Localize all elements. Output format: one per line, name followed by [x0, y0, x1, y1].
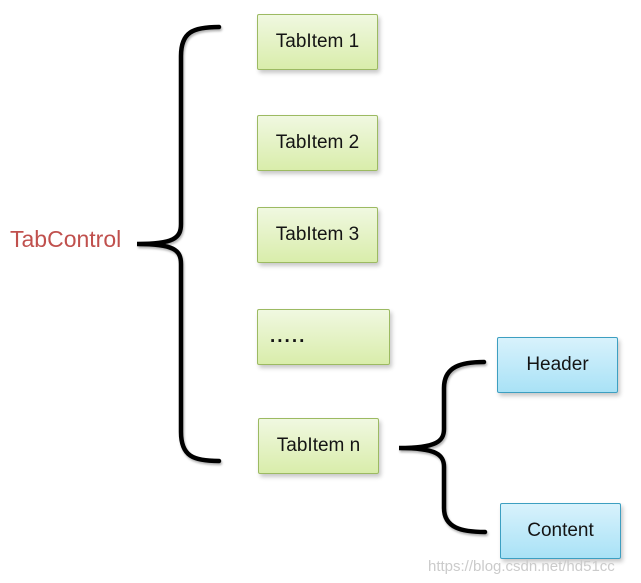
tabcontrol-brace	[136, 24, 222, 464]
tabitem-1-label: TabItem 1	[275, 31, 360, 52]
header-node: Header	[497, 337, 618, 393]
content-node: Content	[500, 503, 621, 559]
content-label: Content	[527, 520, 594, 541]
tabitem-ellipsis-node: .....	[257, 309, 390, 365]
header-label: Header	[526, 354, 589, 375]
tabitem-2-node: TabItem 2	[257, 115, 378, 171]
tabitem-n-brace	[398, 359, 488, 535]
tabitem-1-node: TabItem 1	[257, 14, 378, 70]
tabitem-ellipsis-label: .....	[270, 326, 307, 347]
tabitem-n-node: TabItem n	[258, 418, 379, 474]
csdn-watermark: https://blog.csdn.net/hd51cc	[428, 558, 615, 575]
tabitem-3-label: TabItem 3	[275, 224, 360, 245]
tabitem-3-node: TabItem 3	[257, 207, 378, 263]
tabitem-n-label: TabItem n	[276, 435, 361, 456]
tabitem-2-label: TabItem 2	[275, 132, 360, 153]
tabcontrol-label: TabControl	[10, 226, 122, 252]
